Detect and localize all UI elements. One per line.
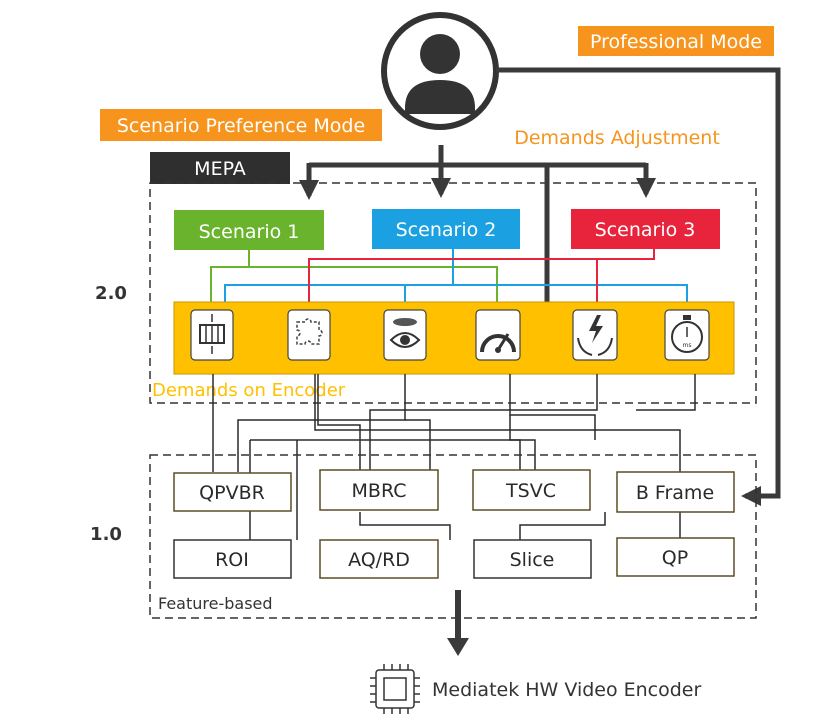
scenario-3-label: Scenario 3 (595, 219, 696, 241)
scenario-preference-arrows (299, 145, 656, 200)
feature-qp-label: QP (662, 547, 688, 569)
feature-based-caption: Feature-based (158, 594, 273, 613)
feature-bframe-label: B Frame (636, 482, 714, 504)
motor-gear-icon (190, 309, 234, 361)
user-avatar-icon (381, 12, 499, 130)
version-1-label: 1.0 (90, 524, 122, 545)
feature-qpvbr-label: QPVBR (199, 482, 265, 504)
feature-aqrd-box: AQ/RD (319, 539, 439, 579)
encoder-label: Mediatek HW Video Encoder (432, 679, 702, 701)
feature-mbrc-box: MBRC (319, 469, 439, 511)
puzzle-icon (287, 309, 331, 361)
demands-adjustment-label: Demands Adjustment (514, 127, 720, 149)
professional-mode-label: Professional Mode (590, 31, 762, 53)
feature-bframe-box: B Frame (616, 471, 735, 513)
feature-tsvc-box: TSVC (472, 469, 591, 511)
feature-mbrc-label: MBRC (352, 480, 407, 502)
feature-roi-label: ROI (215, 549, 249, 571)
power-hands-icon (572, 309, 618, 361)
demands-on-encoder-label: Demands on Encoder (152, 380, 346, 401)
demands-bar (173, 301, 735, 375)
feature-slice-label: Slice (510, 549, 555, 571)
professional-mode-badge (578, 26, 774, 56)
svg-text:ms: ms (683, 342, 692, 349)
scenario-2-box: Scenario 2 (372, 209, 520, 249)
scenario-3-box: Scenario 3 (571, 209, 720, 249)
chip-icon (370, 664, 420, 714)
feature-roi-box: ROI (173, 539, 292, 579)
scenario-preference-mode-label: Scenario Preference Mode (117, 115, 365, 137)
professional-mode-arrow (496, 67, 781, 506)
scenario-1-label: Scenario 1 (199, 221, 300, 243)
demand-feature-connectors (212, 374, 696, 540)
feature-qpvbr-box: QPVBR (173, 472, 292, 512)
mepa-title: MEPA (194, 158, 246, 180)
scenario-1-box: Scenario 1 (174, 210, 324, 250)
version-2-label: 2.0 (95, 283, 127, 304)
eye-scan-icon (383, 309, 427, 361)
mepa-container (149, 182, 757, 404)
speedometer-icon (475, 309, 521, 361)
mepa-title-badge (150, 152, 290, 184)
feature-qp-box: QP (616, 537, 735, 577)
stopwatch-icon: ms (664, 309, 710, 361)
feature-aqrd-label: AQ/RD (348, 549, 410, 571)
feature-slice-box: Slice (473, 539, 592, 579)
feature-tsvc-label: TSVC (505, 480, 556, 502)
scenario-1-connectors (210, 250, 498, 310)
scenario-3-connectors (308, 249, 655, 310)
scenario-2-label: Scenario 2 (396, 219, 497, 241)
feature-container (149, 454, 757, 619)
scenario-preference-mode-badge (100, 109, 382, 141)
encoder-arrow (447, 590, 469, 656)
